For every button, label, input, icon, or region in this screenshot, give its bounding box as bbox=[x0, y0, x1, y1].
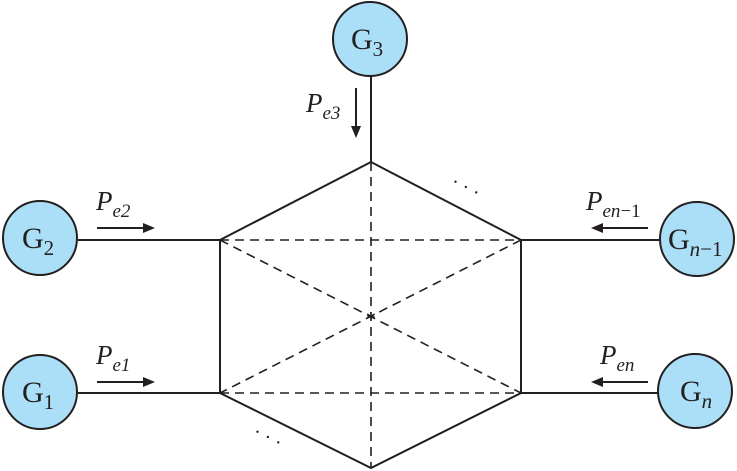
generator-gn-circle bbox=[657, 353, 733, 429]
generator-gn-1-label: Gn−1 bbox=[668, 223, 723, 261]
power-pe3-label: Pe3 bbox=[305, 88, 340, 124]
generator-g3-label: G3 bbox=[351, 23, 383, 61]
ellipsis-upper-right: · · · bbox=[447, 171, 484, 204]
arrow-pen-1 bbox=[591, 223, 648, 233]
arrow-pe3 bbox=[351, 88, 361, 138]
generator-g3-circle bbox=[332, 1, 408, 77]
arrow-pen bbox=[591, 377, 648, 387]
generator-nodes bbox=[2, 1, 735, 430]
generator-g2-circle bbox=[2, 200, 78, 276]
internal-connections bbox=[219, 162, 522, 468]
power-arrows bbox=[97, 88, 648, 387]
power-pe1-label: Pe1 bbox=[95, 340, 130, 376]
power-pen-1-label: Pen−1 bbox=[585, 186, 641, 222]
center-mark: * bbox=[366, 308, 376, 330]
tie-lines bbox=[78, 74, 661, 394]
generator-gn-label: Gn bbox=[680, 375, 712, 413]
power-pe2-label: Pe2 bbox=[95, 186, 131, 222]
generator-g1-label: G1 bbox=[22, 376, 54, 414]
arrow-pe2 bbox=[97, 223, 155, 233]
generator-g1-circle bbox=[2, 354, 78, 430]
power-pen-label: Pen bbox=[599, 340, 634, 376]
generator-gn-1-circle bbox=[659, 201, 735, 277]
arrow-pe1 bbox=[97, 377, 155, 387]
generator-g2-label: G2 bbox=[22, 222, 54, 260]
dashed-line-diagonal-b bbox=[219, 239, 522, 394]
ellipsis-lower-left: · · · bbox=[249, 421, 286, 454]
